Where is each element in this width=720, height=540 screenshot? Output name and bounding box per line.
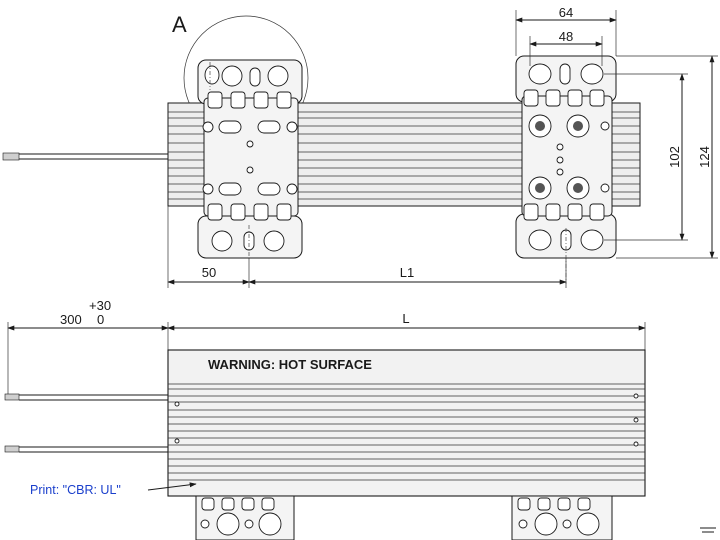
top-view: A [2,5,718,288]
top-leads [2,152,168,161]
dim-offset-spacing: 50 L1 [167,206,567,288]
print-note-label: Print: "CBR: UL" [30,483,121,497]
dim-spacing-label: L1 [400,265,414,280]
left-bracket [197,59,303,259]
dim-body-length-label: L [402,311,409,326]
dim-width-outer-label: 64 [559,5,573,20]
warning-label: WARNING: HOT SURFACE [208,357,372,372]
ground-symbol [700,527,716,533]
dim-width-inner-label: 48 [559,29,573,44]
dim-height-outer: 124 [616,55,718,259]
dim-width-outer: 64 [515,5,617,56]
side-view: 300 +30 0 L [4,298,716,540]
dim-lead-length: 300 +30 0 [7,298,169,396]
dim-body-length: L [167,311,646,350]
dim-lead-length-label: 300 [60,312,82,327]
resistor-body: WARNING: HOT SURFACE [167,349,646,497]
right-bracket [515,55,617,284]
print-note: Print: "CBR: UL" [30,482,197,497]
dim-height-outer-label: 124 [697,146,712,168]
dim-lead-tol-upper: +30 [89,298,111,313]
bottom-bracket-right [511,495,613,540]
side-leads [4,393,168,453]
bottom-bracket-left [195,495,295,540]
dim-height-inner: 102 [604,73,688,241]
dim-width-inner: 48 [529,29,603,66]
view-label: A [172,12,187,37]
dim-lead-tol-lower: 0 [97,312,104,327]
dim-height-inner-label: 102 [667,146,682,168]
dim-offset-label: 50 [202,265,216,280]
